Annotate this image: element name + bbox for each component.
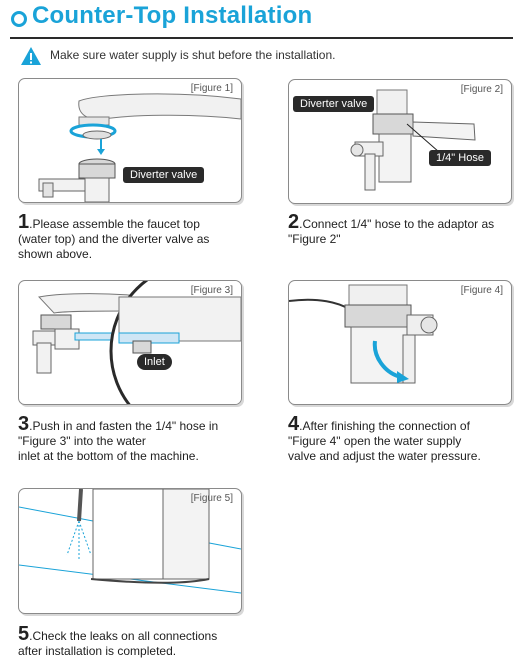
figure-2: [Figure 2] Diverter valve 1/4" Hose bbox=[288, 79, 512, 204]
step-2: 2.Connect 1/4" hose to the adaptor as "F… bbox=[288, 212, 513, 247]
step-number: 3 bbox=[18, 413, 30, 435]
step-number: 4 bbox=[288, 413, 300, 435]
figure-3: [Figure 3] Inlet bbox=[18, 280, 242, 405]
figure-1: [Figure 1] Diverter valve bbox=[18, 78, 242, 203]
step-text-line: "Figure 3" into the water bbox=[18, 434, 146, 448]
machine-inlet-illustration bbox=[32, 281, 241, 404]
step-3: 3.Push in and fasten the 1/4" hose in "F… bbox=[18, 414, 248, 464]
step-text-line: "Figure 2" bbox=[288, 232, 341, 246]
hose-adaptor-illustration bbox=[350, 89, 476, 191]
step-4: 4.After finishing the connection of "Fig… bbox=[288, 414, 513, 464]
step-number: 1 bbox=[18, 211, 30, 233]
circle-bullet-icon bbox=[11, 11, 27, 27]
warning-notice: Make sure water supply is shut before th… bbox=[18, 46, 508, 66]
step-text-line: inlet at the bottom of the machine. bbox=[18, 449, 199, 463]
step-text-line: shown above. bbox=[18, 247, 93, 261]
figure-4: [Figure 4] bbox=[288, 280, 512, 405]
step-text-line: after installation is completed. bbox=[18, 644, 177, 658]
step-text-line: .After finishing the connection of bbox=[299, 419, 470, 433]
step-text-line: valve and adjust the water pressure. bbox=[288, 449, 481, 463]
page-title: Counter-Top Installation bbox=[32, 2, 313, 29]
hose-callout: 1/4" Hose bbox=[429, 150, 491, 166]
figure-label: [Figure 1] bbox=[190, 83, 233, 94]
faucet-diverter-illustration bbox=[38, 93, 241, 202]
inlet-callout: Inlet bbox=[137, 354, 172, 370]
step-text-line: (water top) and the diverter valve as bbox=[18, 232, 210, 246]
figure-label: [Figure 4] bbox=[460, 285, 503, 296]
warning-text: Make sure water supply is shut before th… bbox=[50, 48, 336, 62]
diverter-valve-callout: Diverter valve bbox=[123, 167, 205, 183]
title-divider bbox=[10, 37, 513, 39]
leak-check-illustration bbox=[19, 489, 241, 594]
step-text-line: .Connect 1/4" hose to the adaptor as bbox=[299, 217, 495, 231]
figure-5: [Figure 5] bbox=[18, 488, 242, 614]
figure-label: [Figure 2] bbox=[460, 84, 503, 95]
step-5: 5.Check the leaks on all connections aft… bbox=[18, 624, 248, 659]
figure-label: [Figure 3] bbox=[190, 285, 233, 296]
water-supply-valve-illustration bbox=[289, 284, 438, 384]
page-header: Counter-Top Installation bbox=[8, 2, 513, 36]
warning-icon bbox=[21, 47, 41, 65]
step-number: 2 bbox=[288, 211, 300, 233]
step-text-line: .Push in and fasten the 1/4" hose in bbox=[29, 419, 219, 433]
step-text-line: "Figure 4" open the water supply bbox=[288, 434, 462, 448]
step-text-line: .Check the leaks on all connections bbox=[29, 629, 218, 643]
step-1: 1.Please assemble the faucet top (water … bbox=[18, 212, 248, 262]
step-text-line: .Please assemble the faucet top bbox=[29, 217, 200, 231]
step-number: 5 bbox=[18, 623, 30, 645]
diverter-valve-callout: Diverter valve bbox=[293, 96, 375, 112]
figure-label: [Figure 5] bbox=[190, 493, 233, 504]
